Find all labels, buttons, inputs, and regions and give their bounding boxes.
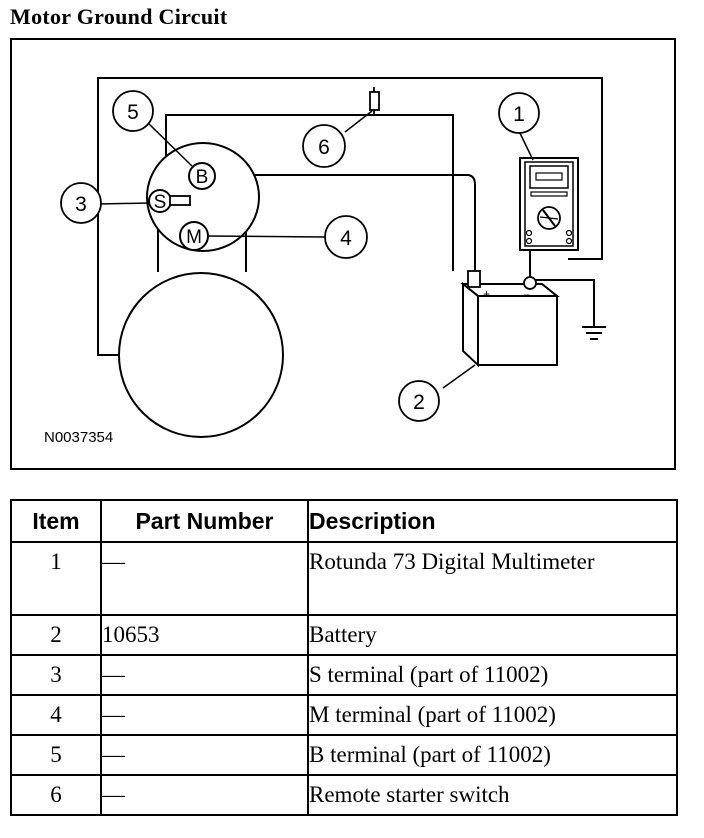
- callout-3: 3: [60, 182, 102, 224]
- remote-starter-switch: [369, 87, 380, 115]
- item-cell: 1: [10, 541, 102, 616]
- svg-text:5: 5: [127, 101, 139, 124]
- m-terminal-label: M: [186, 227, 202, 248]
- b-terminal: B: [188, 162, 216, 190]
- remote-switch-wire: [165, 114, 454, 271]
- table-row: 4 — M terminal (part of 11002): [10, 694, 678, 736]
- callout-5: 5: [112, 90, 154, 132]
- header-item: Item: [10, 499, 102, 543]
- battery-positive-mark: +: [483, 287, 490, 301]
- callout-4: 4: [324, 215, 368, 259]
- svg-text:6: 6: [318, 136, 330, 159]
- svg-text:2: 2: [413, 391, 425, 414]
- svg-text:3: 3: [75, 193, 87, 216]
- page-title: Motor Ground Circuit: [10, 4, 228, 29]
- battery-positive-cable: [212, 174, 476, 271]
- part-number-cell: —: [100, 734, 309, 776]
- description-cell: B terminal (part of 11002): [307, 734, 678, 776]
- svg-text:4: 4: [340, 227, 352, 250]
- part-number-cell: —: [100, 694, 309, 736]
- battery-negative-clamp: [523, 276, 537, 290]
- callout-2: 2: [398, 380, 440, 422]
- header-description: Description: [307, 499, 678, 543]
- battery-negative-mark: −: [523, 288, 530, 302]
- starter-motor-body: [118, 272, 284, 438]
- callout-6: 6: [302, 124, 346, 168]
- battery: + −: [460, 270, 560, 368]
- table-row: 5 — B terminal (part of 11002): [10, 734, 678, 776]
- table-row: 6 — Remote starter switch: [10, 774, 678, 816]
- parts-table: Item Part Number Description 1 — Rotunda…: [10, 499, 678, 816]
- b-terminal-label: B: [196, 167, 209, 188]
- item-cell: 2: [10, 614, 102, 656]
- item-cell: 6: [10, 774, 102, 816]
- description-cell: Battery: [307, 614, 678, 656]
- part-number-cell: 10653: [100, 614, 309, 656]
- part-number-cell: —: [100, 774, 309, 816]
- item-cell: 5: [10, 734, 102, 776]
- callout-1: 1: [498, 92, 540, 134]
- battery-positive-clamp: [467, 270, 481, 288]
- m-terminal: M: [179, 221, 209, 251]
- item-cell: 3: [10, 654, 102, 696]
- s-terminal: S: [148, 189, 191, 213]
- description-cell: M terminal (part of 11002): [307, 694, 678, 736]
- table-row: 3 — S terminal (part of 11002): [10, 654, 678, 696]
- ground-symbol: [582, 326, 606, 340]
- multimeter: [519, 157, 579, 251]
- description-cell: Remote starter switch: [307, 774, 678, 816]
- item-cell: 4: [10, 694, 102, 736]
- table-row: 1 — Rotunda 73 Digital Multimeter: [10, 541, 678, 616]
- ground-cable: [530, 279, 595, 327]
- header-part-number: Part Number: [100, 499, 309, 543]
- wiring-diagram: B S M + −: [10, 38, 676, 470]
- svg-text:1: 1: [513, 103, 525, 126]
- part-number-cell: —: [100, 541, 309, 616]
- figure-code: N0037354: [44, 429, 113, 446]
- table-header-row: Item Part Number Description: [10, 499, 678, 543]
- table-row: 2 10653 Battery: [10, 614, 678, 656]
- s-terminal-label: S: [154, 192, 167, 213]
- part-number-cell: —: [100, 654, 309, 696]
- description-cell: Rotunda 73 Digital Multimeter: [307, 541, 678, 616]
- description-cell: S terminal (part of 11002): [307, 654, 678, 696]
